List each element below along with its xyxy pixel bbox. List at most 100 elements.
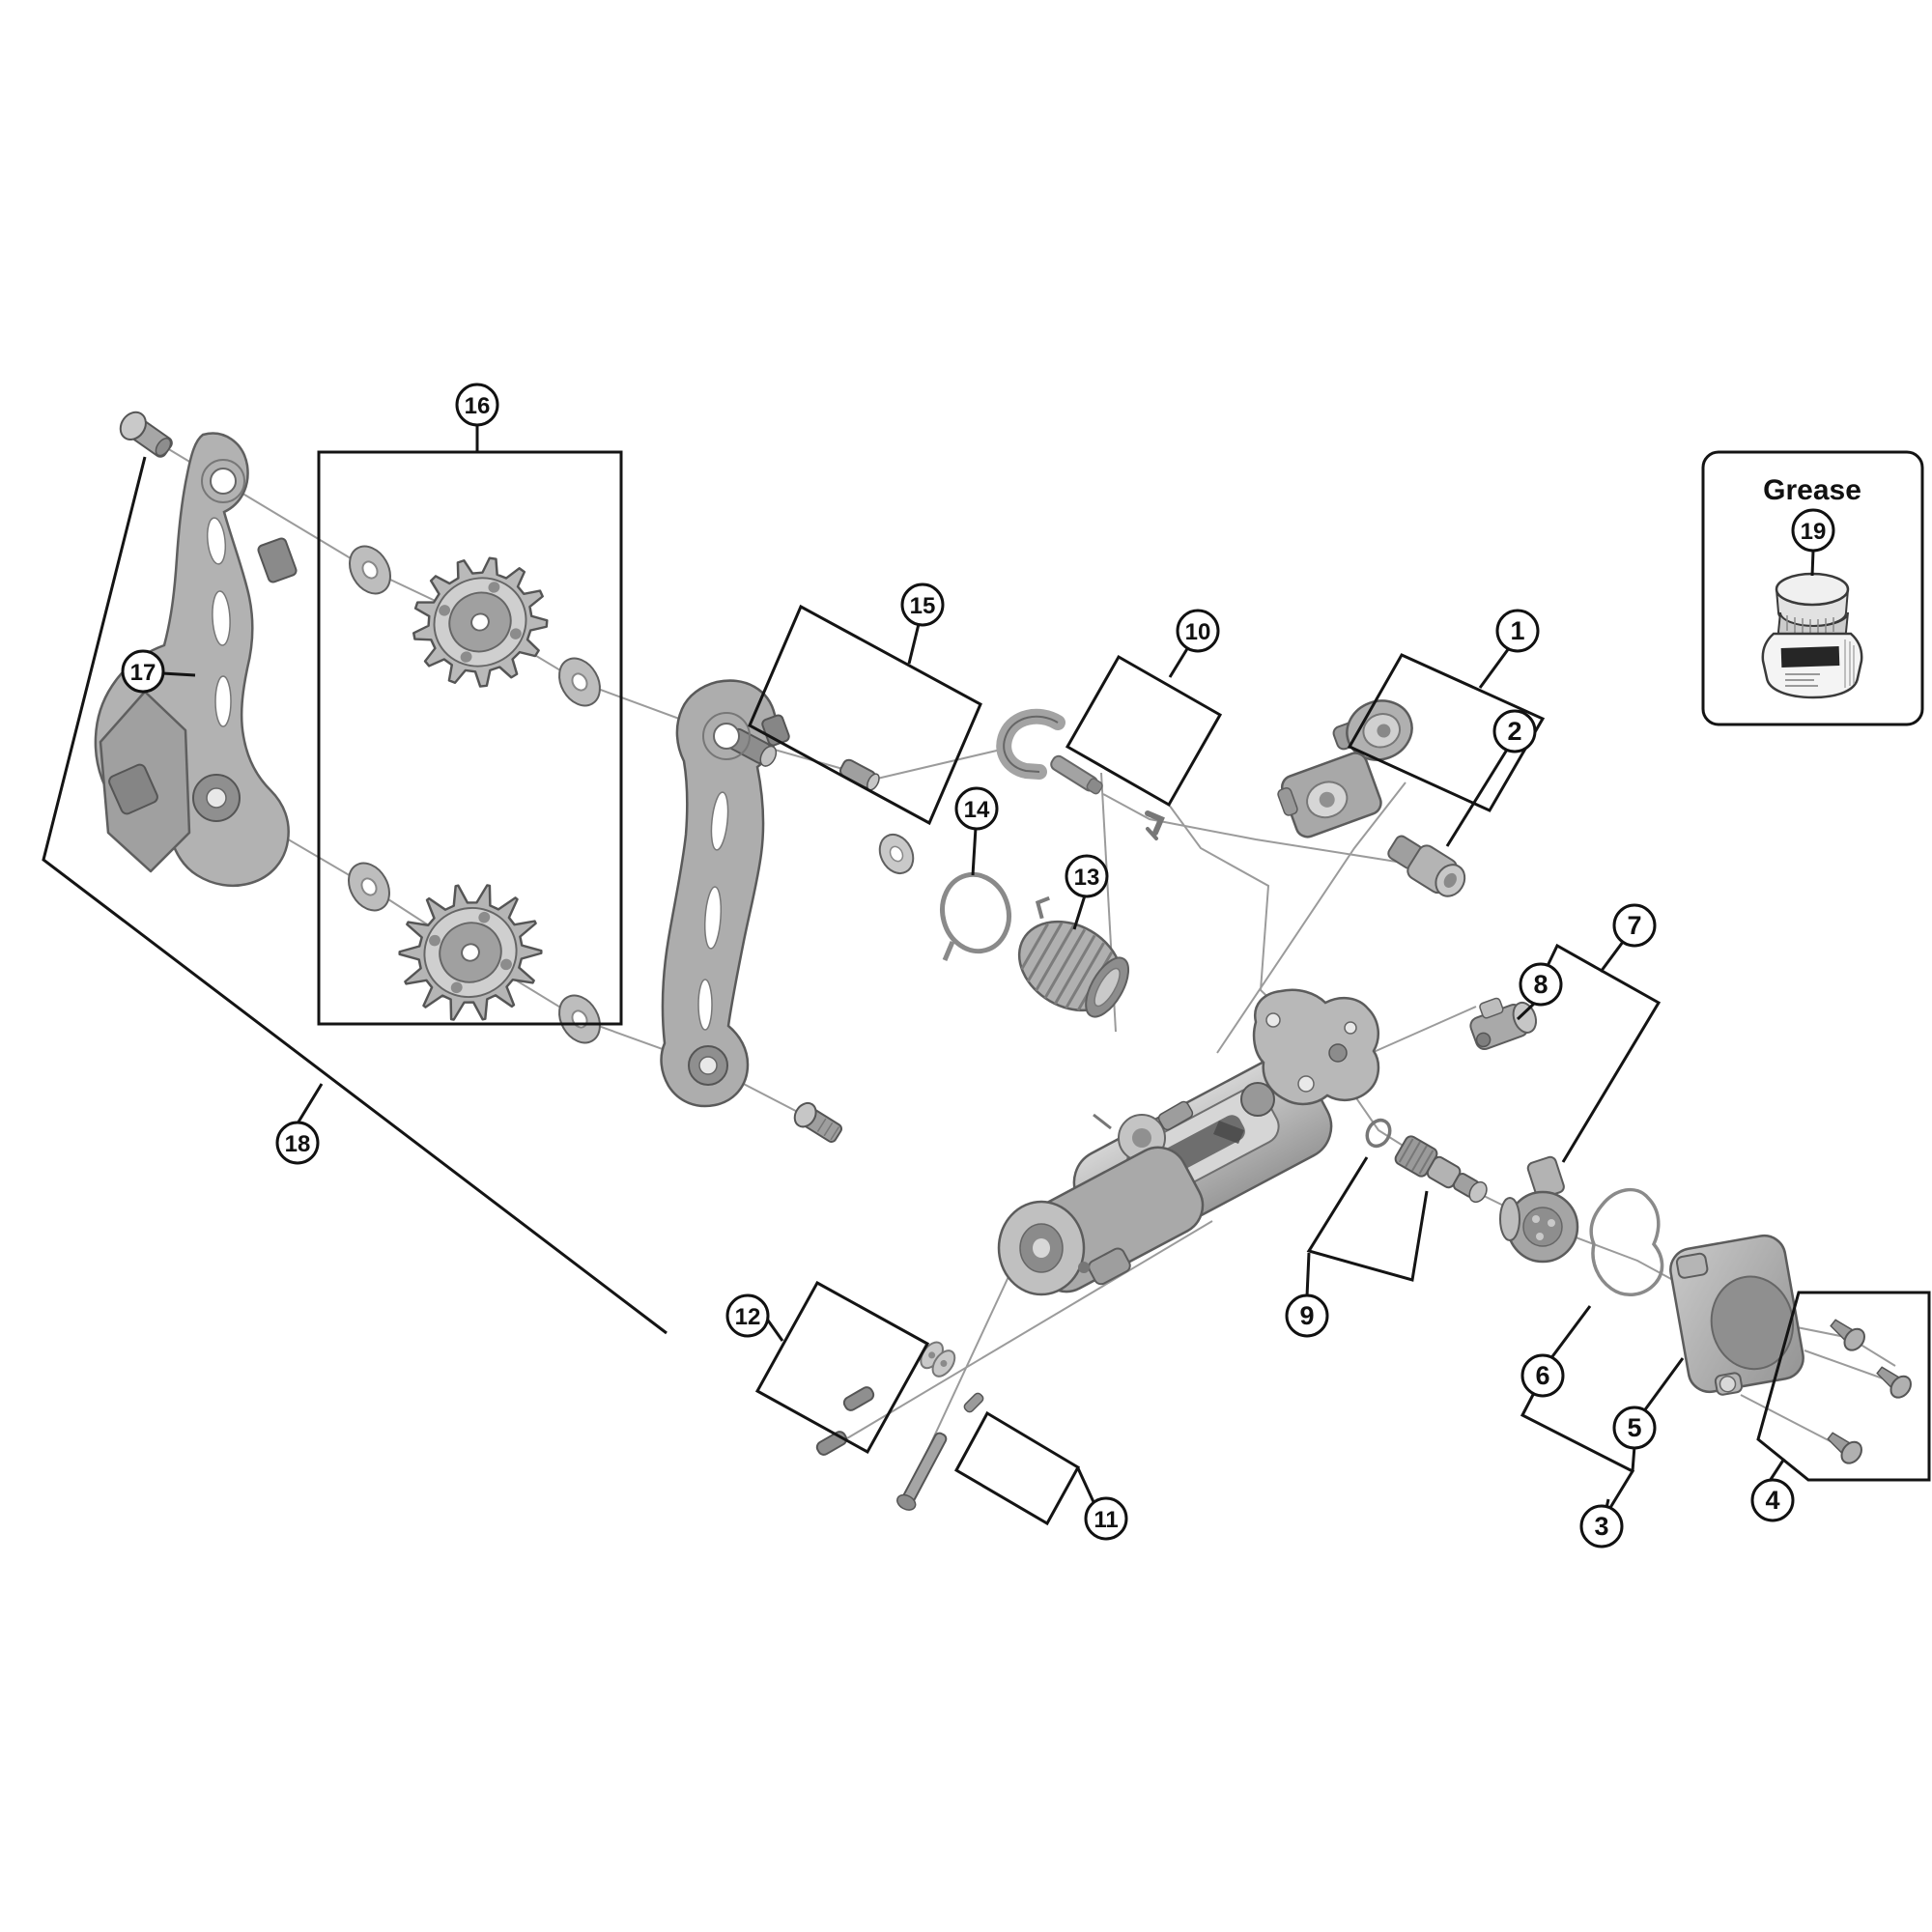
callout-circle	[1492, 709, 1537, 753]
pulley-detail	[478, 911, 491, 923]
callout-12: 12	[725, 1293, 784, 1342]
case-screws	[1827, 1319, 1912, 1464]
callout-circle	[275, 1121, 320, 1165]
callout-19: 19	[1791, 508, 1835, 577]
grease-jar	[1761, 572, 1863, 699]
callout-leader	[1641, 1357, 1685, 1413]
callout-leader	[1072, 895, 1087, 930]
screw	[1830, 1319, 1865, 1351]
bracket-12	[754, 1280, 930, 1455]
bracket-18	[42, 456, 668, 1335]
callout-leader	[161, 671, 196, 677]
callout-leader	[764, 1317, 784, 1342]
callout-15: 15	[900, 582, 945, 665]
cage-bumper-lower	[108, 763, 158, 815]
axis-cable	[876, 749, 1404, 864]
callout-16: 16	[455, 383, 499, 451]
link-line-1	[1216, 781, 1406, 1054]
callout-circle	[1519, 962, 1563, 1007]
callout-circle	[1084, 1496, 1128, 1541]
callout-7: 7	[1599, 903, 1657, 973]
callout-number: 16	[465, 393, 491, 419]
washer	[349, 545, 391, 595]
pin-set	[815, 1341, 984, 1511]
body-knuckle-plate	[1252, 988, 1380, 1106]
jar-label	[1780, 645, 1840, 668]
callout-leader	[971, 827, 978, 876]
callout-number: 8	[1533, 970, 1548, 999]
pulley-detail	[509, 628, 522, 639]
callout-number: 3	[1594, 1512, 1608, 1541]
washer	[558, 657, 601, 707]
callout-2: 2	[1445, 709, 1537, 847]
bracket-4	[1756, 1291, 1931, 1482]
callout-6: 6	[1520, 1305, 1592, 1398]
callout-number: 2	[1507, 717, 1521, 746]
callout-circle	[1520, 1353, 1565, 1398]
callout-number: 12	[735, 1304, 761, 1330]
barrel-pin	[842, 1386, 875, 1411]
plate-bolt-lower	[793, 1101, 843, 1143]
bracket-15	[748, 604, 982, 826]
callout-leader	[1516, 1001, 1537, 1021]
pulley-detail	[500, 958, 512, 971]
callout-number: 1	[1510, 616, 1524, 645]
small-pin	[963, 1392, 984, 1413]
callout-leader	[1599, 941, 1625, 973]
callout-circle	[954, 786, 999, 831]
pulley-lower	[398, 884, 543, 1021]
derailleur-body	[997, 988, 1380, 1296]
callout-number: 7	[1627, 911, 1641, 940]
callout-leader	[1548, 1305, 1592, 1360]
callout-leader	[1168, 646, 1190, 678]
callout-circle	[1579, 1504, 1624, 1548]
callout-number: 10	[1185, 619, 1211, 645]
callout-3: 3	[1579, 1498, 1624, 1548]
callout-leader	[296, 1083, 324, 1124]
callout-leader	[1076, 1467, 1096, 1505]
link-line-10	[1168, 804, 1283, 1011]
callout-circle	[1065, 854, 1109, 898]
stroke-adjust-plug	[1387, 835, 1466, 897]
axis-right-assembly	[1350, 1089, 1896, 1367]
callout-leader	[1445, 749, 1509, 847]
callout-number: 4	[1765, 1486, 1779, 1515]
pulley-upper	[412, 556, 549, 688]
callout-circle	[455, 383, 499, 427]
inner-plate	[660, 679, 790, 1108]
grease-title: Grease	[1763, 474, 1861, 506]
bracket-1	[1347, 653, 1546, 812]
body-marking	[1213, 1121, 1244, 1144]
callout-5: 5	[1612, 1357, 1685, 1450]
callout-circle	[1750, 1478, 1795, 1522]
callout-number: 6	[1535, 1361, 1549, 1390]
axis-screw-bottom	[1740, 1394, 1846, 1450]
pulley-axle-washer	[878, 833, 915, 875]
callout-number: 13	[1074, 865, 1100, 891]
jar-lid	[1775, 572, 1850, 607]
callout-17: 17	[121, 649, 196, 694]
screw	[1827, 1432, 1862, 1464]
callout-leader	[1810, 550, 1815, 577]
callout-circle	[121, 649, 165, 694]
callout-circle	[1612, 903, 1657, 948]
callout-number: 15	[910, 593, 936, 619]
callout-1: 1	[1478, 609, 1540, 689]
callout-leader	[1478, 647, 1511, 689]
callout-11: 11	[1076, 1467, 1128, 1541]
callout-4: 4	[1750, 1458, 1795, 1522]
callout-circle	[1612, 1406, 1657, 1450]
callout-leader	[1305, 1252, 1311, 1297]
gasket-seal	[1589, 1187, 1664, 1296]
callout-10: 10	[1168, 609, 1220, 678]
bracket-axle-unit	[1277, 699, 1413, 838]
callout-number: 9	[1299, 1301, 1314, 1330]
callout-leader	[1768, 1458, 1786, 1482]
callout-circle	[900, 582, 945, 627]
callout-circle	[1285, 1293, 1329, 1338]
callout-number: 5	[1627, 1413, 1641, 1442]
pulley-detail	[470, 612, 490, 632]
callout-14: 14	[954, 786, 999, 876]
pulley-washers	[348, 545, 601, 1044]
